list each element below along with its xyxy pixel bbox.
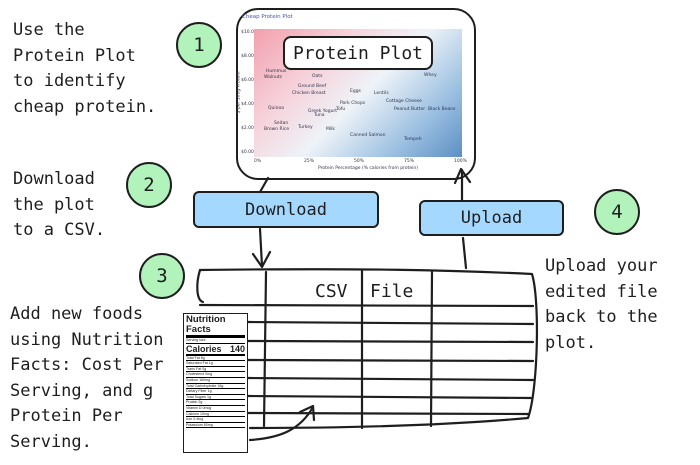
step-1-text: Use the Protein Plot to identify cheap p… xyxy=(13,20,157,117)
plot-point-label: Ground Beef xyxy=(298,84,327,89)
nutrition-line: Potassium 60mg xyxy=(186,423,245,429)
plot-x-label: Protein Percentage (% calories from prot… xyxy=(318,166,418,171)
x-tick-label: 100% xyxy=(454,159,467,164)
plot-point-label: Milk xyxy=(326,127,335,132)
plot-point-label: Pork Chops xyxy=(340,101,366,106)
plot-point-label: Turkey xyxy=(298,125,313,130)
y-tick-label: $0.00 xyxy=(241,150,254,155)
nutrition-line: Total Fat 8g xyxy=(186,356,245,362)
step-2-text: Download the plot to a CSV. xyxy=(13,169,106,240)
nutrition-line: Total Sugars 1g xyxy=(186,395,245,401)
plot-point-label: Peanut Butter xyxy=(394,107,426,112)
step-4-badge: 4 xyxy=(594,189,640,235)
plot-point-label: Eggs xyxy=(350,89,361,94)
y-tick-label: $2.00 xyxy=(241,126,254,131)
step-3-text: Add new foods using Nutrition Facts: Cos… xyxy=(10,304,164,452)
nutrition-serving: Serving size xyxy=(186,338,245,344)
plot-point-label: Brown Rice xyxy=(264,127,290,132)
step-1-badge: 1 xyxy=(176,22,222,68)
plot-point-label: Greek Yogurt xyxy=(308,109,338,114)
plot-header: Cheap Protein Plot xyxy=(242,14,293,20)
plot-point-label: Oats xyxy=(312,74,323,79)
y-tick-label: $8.00 xyxy=(241,54,254,59)
nutrition-line: Trans Fat 0g xyxy=(186,367,245,373)
plot-point-label: Chicken Breast xyxy=(292,91,326,96)
plot-point-label: Tuna xyxy=(314,113,325,118)
plot-point-label: Cottage Cheese xyxy=(386,99,422,104)
nutrition-line: Dietary Fiber 1g xyxy=(186,389,245,395)
x-tick-label: 25% xyxy=(304,159,315,164)
nutrition-line: Total Carbohydrate 16g xyxy=(186,384,245,390)
nutrition-line: Sodium 160mg xyxy=(186,378,245,384)
step-2-badge: 2 xyxy=(126,162,172,208)
file-header: File xyxy=(370,281,414,302)
nutrition-title: Nutrition Facts xyxy=(186,315,245,338)
plot-point-label: Canned Salmon xyxy=(350,133,386,138)
x-tick-label: 75% xyxy=(404,159,415,164)
x-tick-label: 0% xyxy=(254,159,262,164)
plot-point-label: Tofu xyxy=(336,107,346,112)
step-3-badge: 3 xyxy=(139,253,185,299)
plot-point-label: Black Beans xyxy=(428,107,456,112)
plot-point-label: Whey xyxy=(424,73,437,78)
plot-point-label: Quinoa xyxy=(268,106,285,111)
plot-point-label: Walnuts xyxy=(264,75,282,80)
upload-button[interactable]: Upload xyxy=(419,200,564,236)
y-tick-label: $4.00 xyxy=(241,102,254,107)
nutrition-line: Vitamin D 0mcg xyxy=(186,406,245,412)
plot-point-label: Hummus xyxy=(266,69,287,74)
plot-point-label: Seitan xyxy=(274,121,289,126)
plot-title-label: Protein Plot xyxy=(283,36,433,70)
nutrition-line: Cholesterol 0mg xyxy=(186,372,245,378)
plot-point-label: Tempeh xyxy=(404,137,422,142)
nutrition-line: Calcium 10mg xyxy=(186,412,245,418)
y-tick-label: $10.00 xyxy=(241,30,257,35)
csv-header: CSV xyxy=(315,281,348,302)
nutrition-line: Protein 2g xyxy=(186,400,245,406)
step-4-text: Upload your edited file back to the plot… xyxy=(545,256,658,353)
x-tick-label: 50% xyxy=(354,159,365,164)
y-tick-label: $6.00 xyxy=(241,78,254,83)
plot-point-label: Lentils xyxy=(374,91,389,96)
download-button[interactable]: Download xyxy=(193,191,379,228)
nutrition-line: Saturated Fat 1g xyxy=(186,361,245,367)
nutrition-line: Iron 0.4mg xyxy=(186,417,245,423)
